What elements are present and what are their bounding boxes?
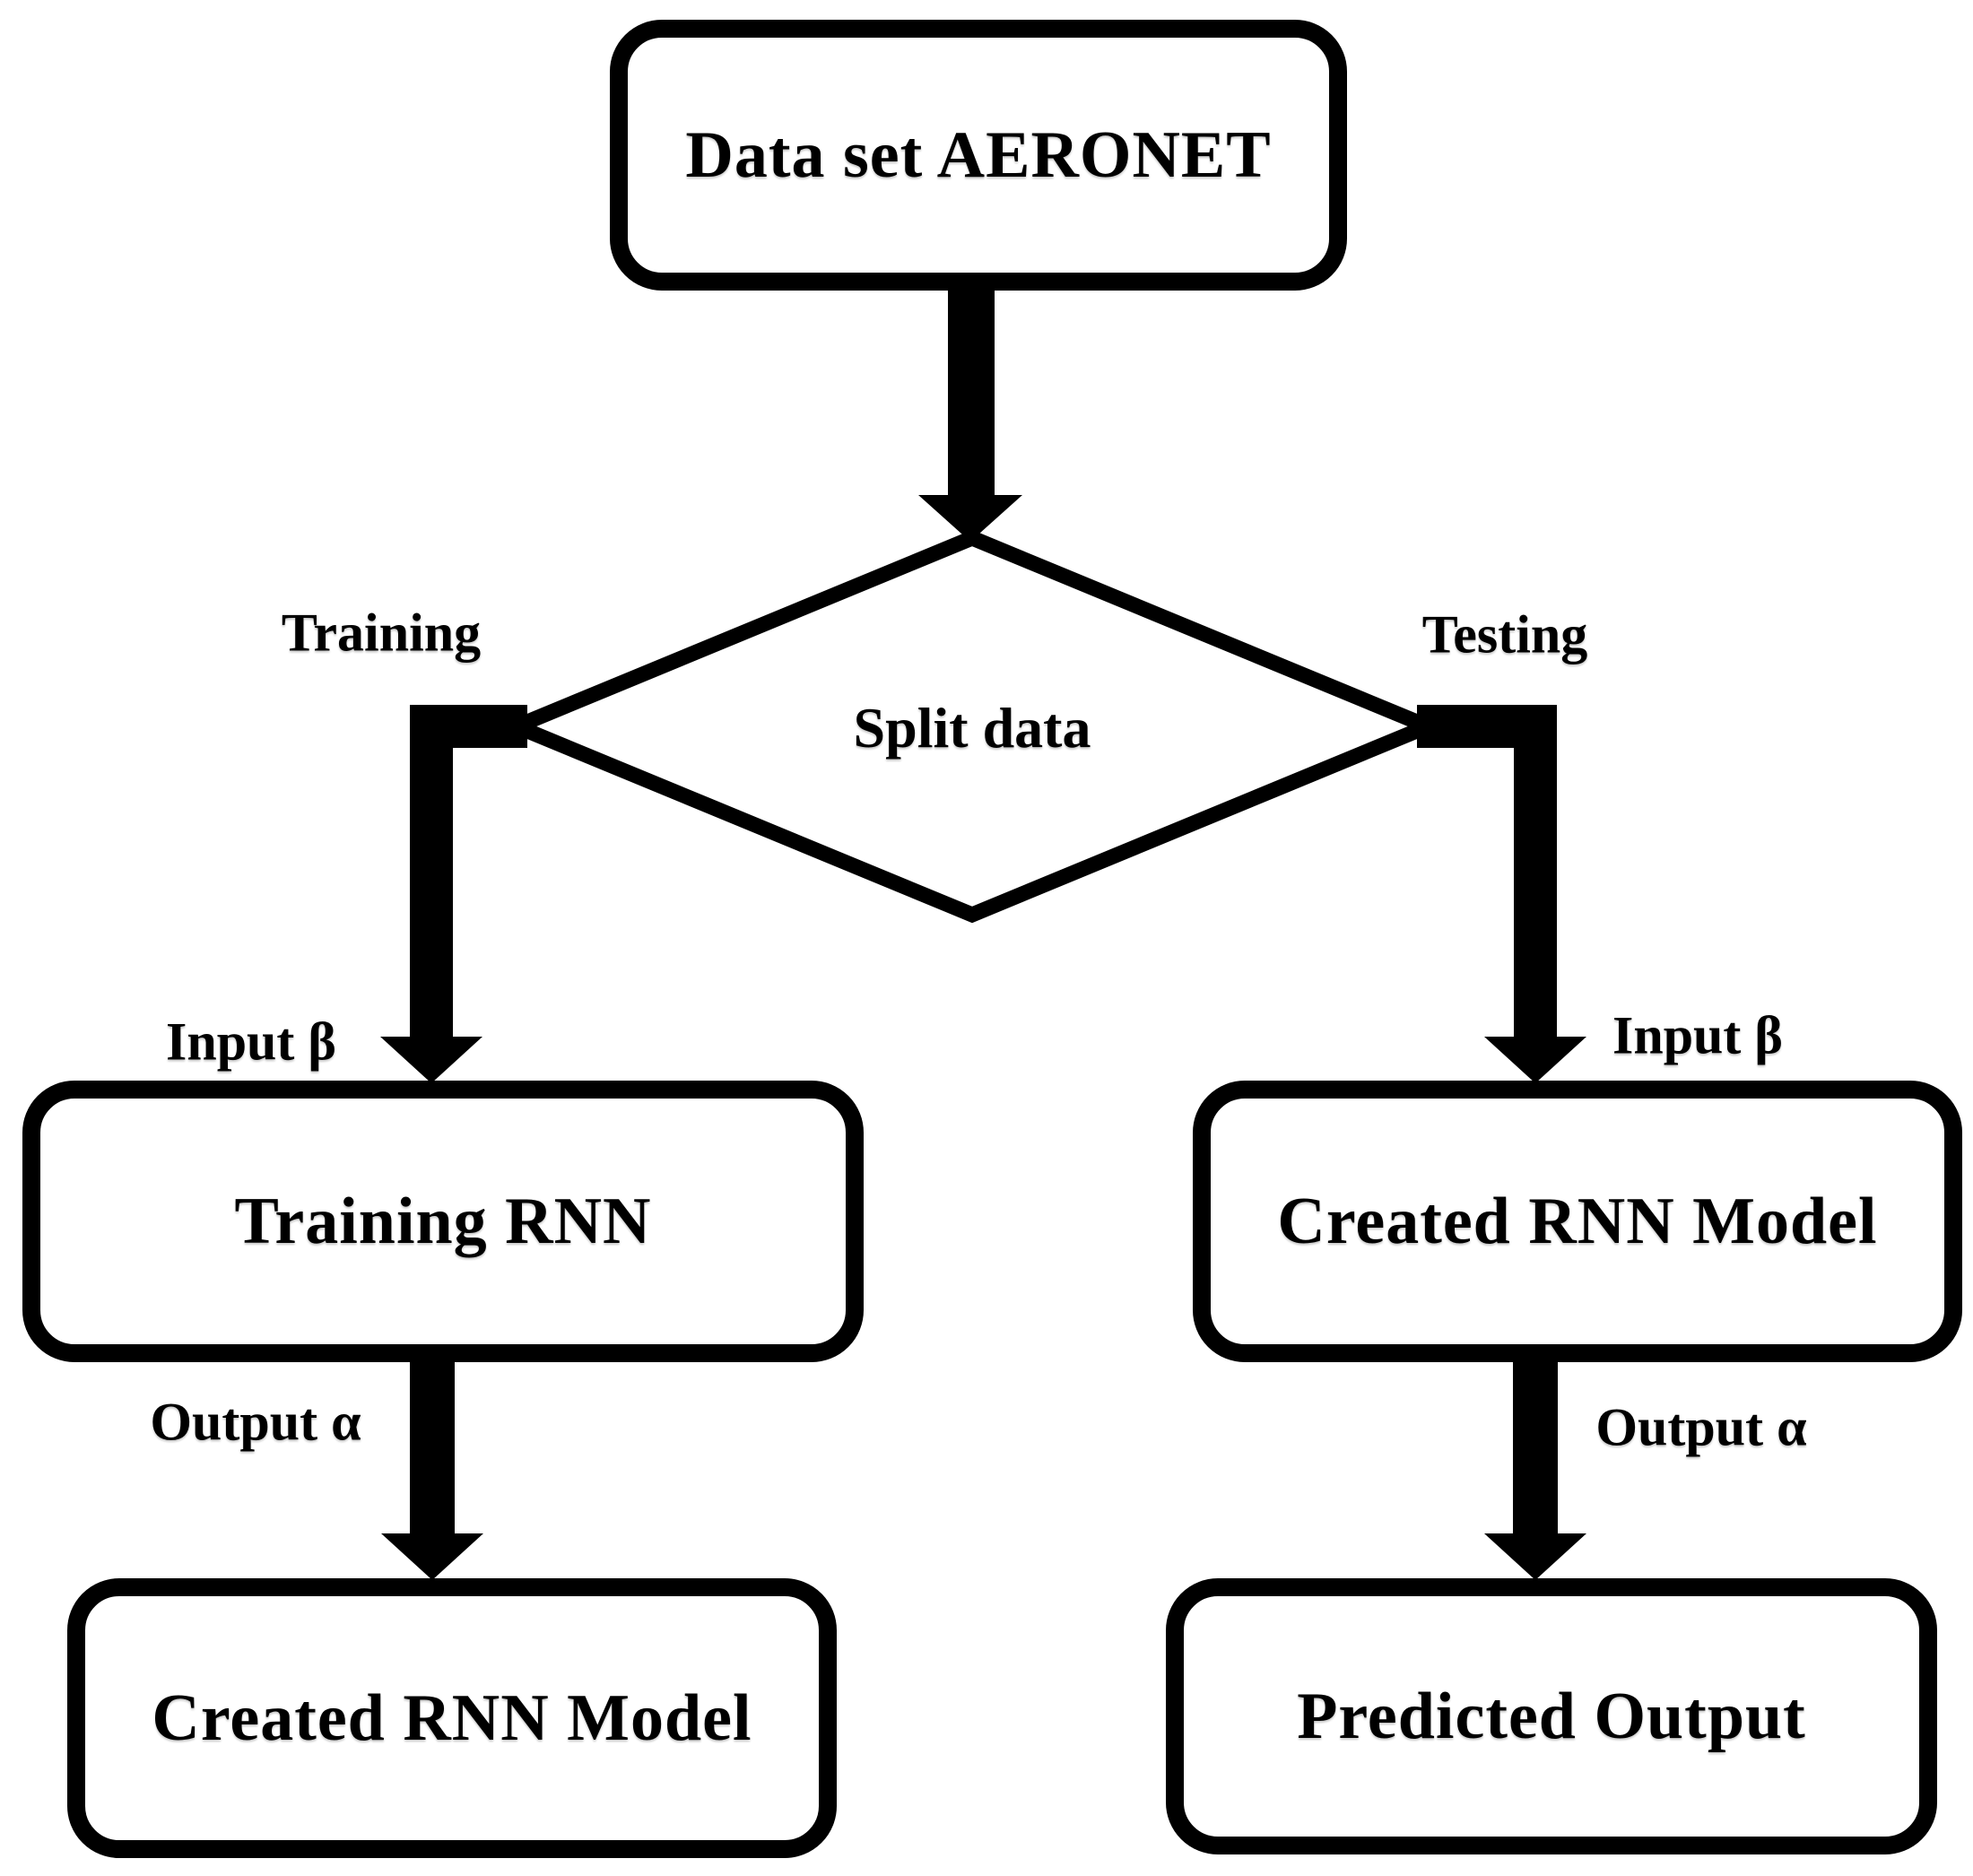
created-rnn-model-left-node: Created RNN Model — [67, 1578, 837, 1858]
arrow-training-to-created-shaft — [410, 1359, 455, 1541]
arrow-split-to-created-rnn-line — [1417, 705, 1557, 1045]
created-rnn-model-right-node: Created RNN Model — [1193, 1081, 1962, 1362]
dataset-aeronet-node: Data set AERONET — [610, 20, 1347, 291]
arrow-training-to-created-head — [381, 1533, 483, 1580]
training-branch-label: Training — [281, 603, 482, 663]
predicted-output-label: Predicted Output — [1297, 1679, 1806, 1753]
split-data-label: Split data — [853, 696, 1091, 760]
arrow-created-to-predicted-head — [1484, 1533, 1586, 1580]
testing-branch-label: Testing — [1421, 604, 1588, 664]
dataset-aeronet-label: Data set AERONET — [685, 117, 1272, 192]
arrow-created-to-predicted-shaft — [1513, 1359, 1558, 1541]
arrow-split-to-created-rnn-head — [1484, 1037, 1586, 1083]
arrow-dataset-to-split — [918, 287, 1022, 542]
arrow-training-to-created — [381, 1359, 483, 1580]
arrow-split-to-created-rnn — [1417, 705, 1586, 1083]
arrow-split-to-training-rnn — [380, 705, 527, 1083]
training-rnn-label: Training RNN — [234, 1184, 652, 1258]
output-alpha-left-label: Output α — [150, 1392, 361, 1452]
arrow-created-to-predicted — [1484, 1359, 1586, 1580]
created-rnn-model-left-label: Created RNN Model — [152, 1681, 752, 1755]
created-rnn-model-right-label: Created RNN Model — [1277, 1184, 1878, 1258]
arrow-split-to-training-rnn-line — [410, 705, 527, 1045]
training-rnn-node: Training RNN — [22, 1081, 864, 1362]
arrow-split-to-training-rnn-head — [380, 1037, 482, 1083]
input-beta-right-label: Input β — [1612, 1005, 1784, 1065]
split-decision-diamond — [496, 529, 1448, 924]
arrow-dataset-to-split-head — [918, 495, 1022, 542]
predicted-output-node: Predicted Output — [1166, 1578, 1937, 1854]
input-beta-left-label: Input β — [165, 1012, 337, 1072]
output-alpha-right-label: Output α — [1595, 1397, 1807, 1457]
arrow-dataset-to-split-shaft — [948, 287, 995, 507]
